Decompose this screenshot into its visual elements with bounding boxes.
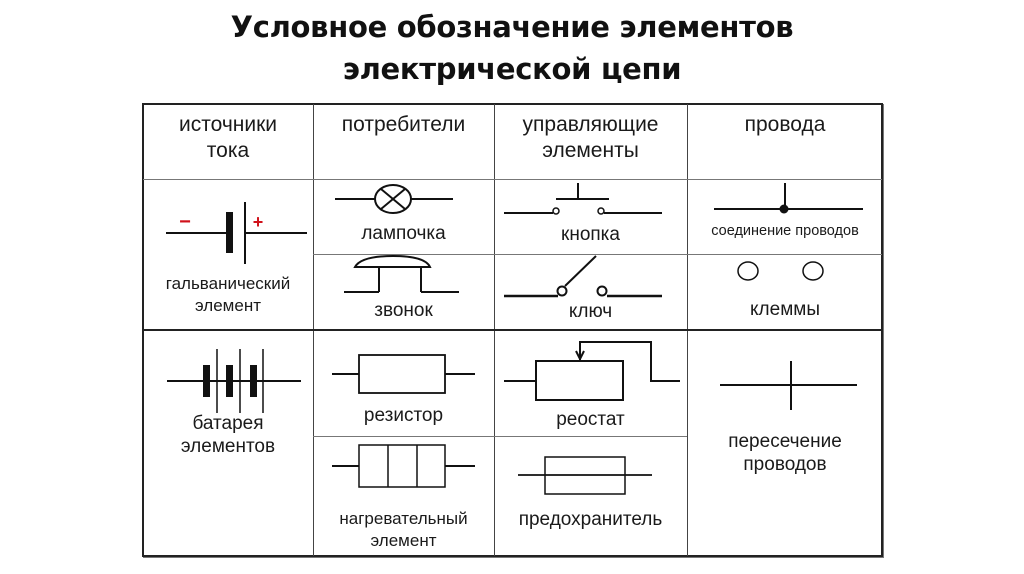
page-title: Условное обозначение элементов электриче… bbox=[0, 6, 1024, 90]
label-galvanic-cell: гальванический элемент bbox=[165, 274, 291, 315]
label-battery: батарея элементов bbox=[180, 413, 276, 457]
wire-crossing-symbol bbox=[720, 361, 857, 410]
wire-junction-symbol bbox=[714, 183, 863, 214]
heating-element-symbol bbox=[332, 444, 475, 488]
header-sources: источники тока bbox=[178, 113, 278, 162]
label-rheostat: реостат bbox=[556, 409, 625, 430]
header-control-elements: управляющие элементы bbox=[522, 113, 659, 162]
fuse-symbol bbox=[518, 456, 652, 495]
galvanic-cell-symbol: − + bbox=[166, 202, 307, 264]
header-consumers: потребители bbox=[341, 113, 466, 136]
title-line-2: электрической цепи bbox=[342, 52, 682, 86]
row-divider bbox=[313, 254, 882, 255]
label-wire-crossing: пересечение проводов bbox=[728, 431, 842, 475]
label-terminals: клеммы bbox=[750, 299, 820, 320]
label-fuse: предохранитель bbox=[518, 509, 663, 530]
terminals-symbol bbox=[737, 261, 824, 281]
switch-symbol bbox=[504, 255, 662, 298]
lamp-symbol bbox=[335, 184, 453, 214]
label-button: кнопка bbox=[561, 224, 620, 245]
title-line-1: Условное обозначение элементов bbox=[230, 10, 794, 44]
minus-sign: − bbox=[179, 211, 191, 233]
push-button-symbol bbox=[504, 183, 662, 215]
row-divider bbox=[313, 436, 687, 437]
row-divider bbox=[143, 329, 882, 331]
row-divider bbox=[143, 179, 882, 180]
label-lamp: лампочка bbox=[361, 223, 446, 244]
label-heating-element: нагревательный элемент bbox=[339, 509, 468, 550]
bell-symbol bbox=[344, 254, 459, 293]
label-bell: звонок bbox=[374, 300, 433, 321]
battery-symbol bbox=[167, 349, 301, 413]
label-resistor: резистор bbox=[363, 405, 444, 426]
header-wires: провода bbox=[744, 113, 826, 136]
rheostat-symbol bbox=[504, 341, 680, 401]
label-switch: ключ bbox=[568, 301, 613, 322]
plus-sign: + bbox=[253, 212, 264, 232]
resistor-symbol bbox=[332, 354, 475, 394]
label-wire-junction: соединение проводов bbox=[711, 223, 859, 239]
